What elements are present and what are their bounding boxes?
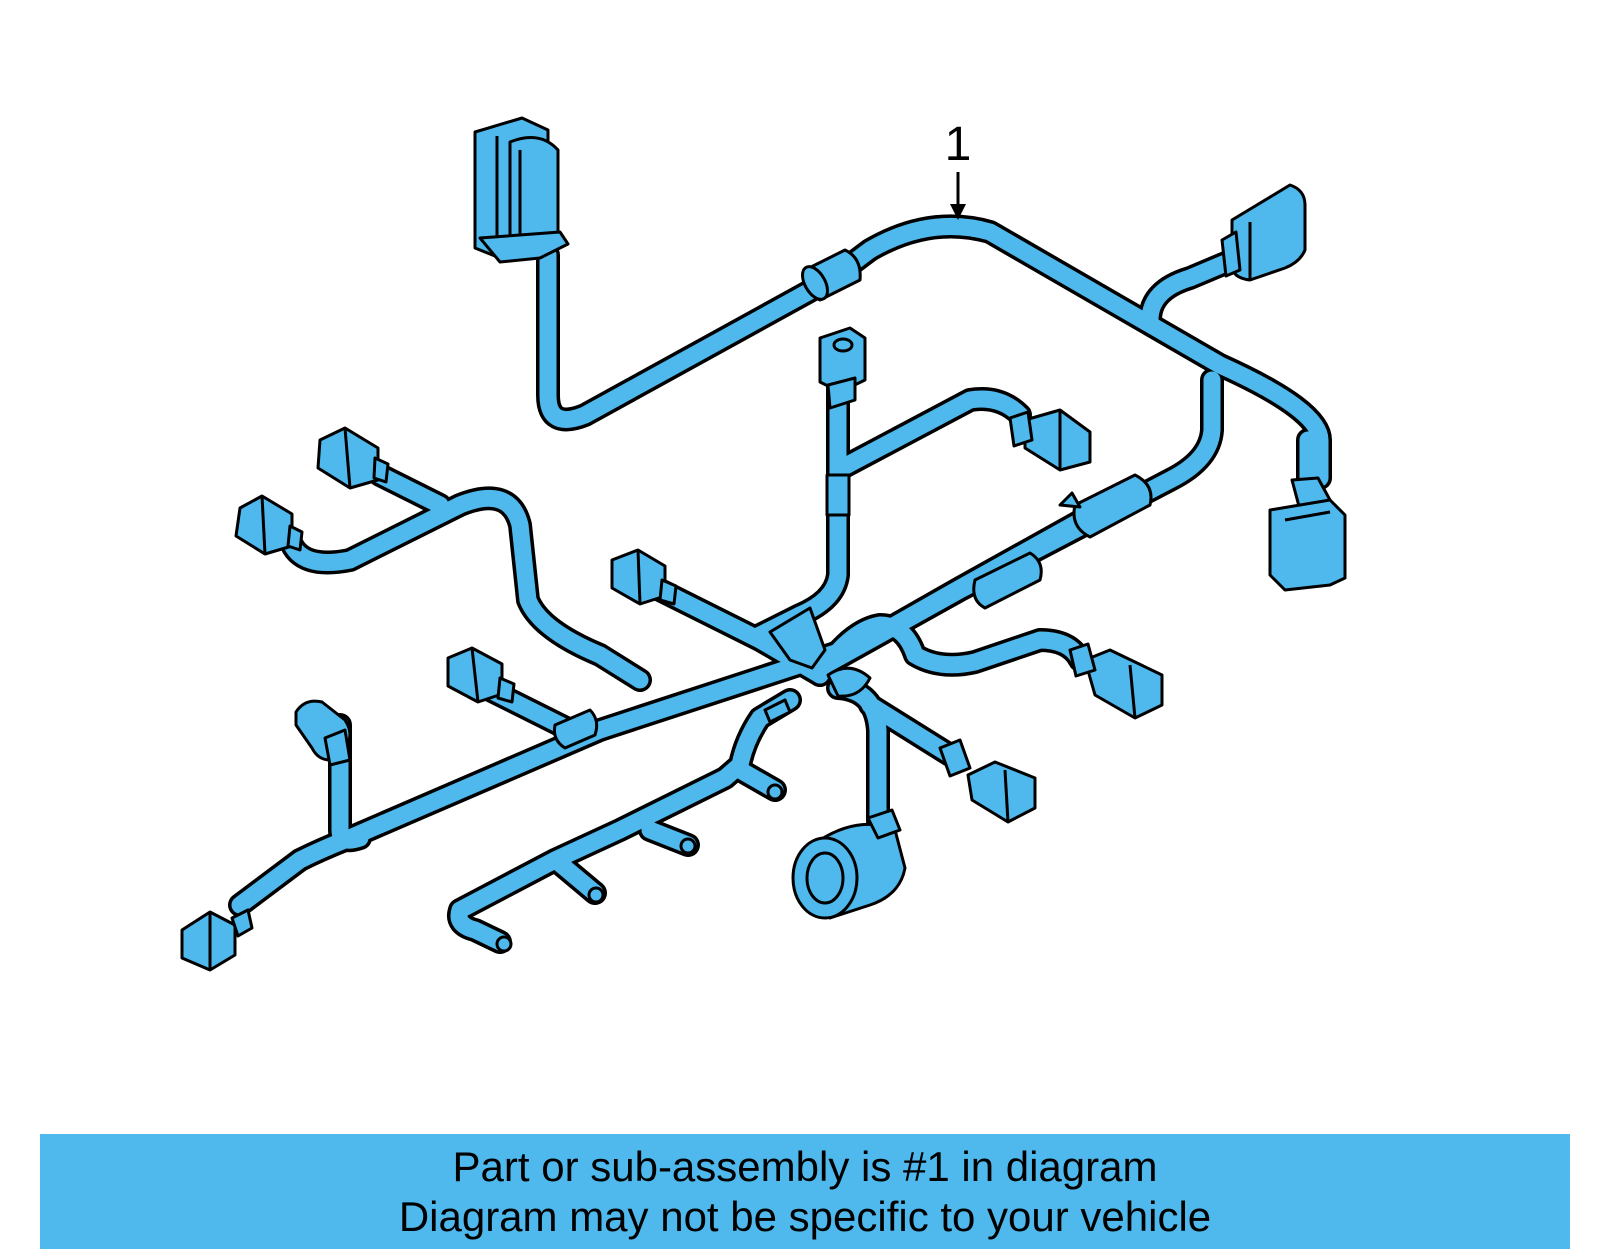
harness-trunk-fill [231, 217, 1329, 951]
wiring-harness-diagram: .wire-o { fill: none; stroke: #000; stro… [180, 116, 1347, 972]
info-banner: Part or sub-assembly is #1 in diagram Di… [40, 1134, 1570, 1249]
banner-line-1: Part or sub-assembly is #1 in diagram [452, 1143, 1158, 1190]
right-hanging-connector [1268, 476, 1347, 592]
top-right-connector [1220, 183, 1307, 282]
stub-ends [495, 783, 784, 953]
center-junction-clip [768, 606, 827, 670]
wire-sleeves [553, 248, 1153, 750]
connector-left-elbow [294, 699, 352, 767]
callout-arrowhead [950, 204, 966, 220]
connector-left-upper-1 [316, 426, 390, 490]
callout-1: 1 [945, 118, 972, 220]
banner-line-2: Diagram may not be specific to your vehi… [398, 1193, 1212, 1240]
round-sensor [791, 808, 907, 920]
connector-right-mid-upper [1008, 408, 1092, 472]
connector-left-upper-2 [234, 494, 304, 556]
relay-block-connector [473, 116, 570, 264]
top-center-connector [818, 326, 867, 410]
connector-right-lower-1 [1068, 642, 1164, 720]
connector-center [610, 548, 678, 606]
callout-number: 1 [945, 118, 972, 171]
connector-right-lower-2 [938, 738, 1037, 824]
connector-bottom-left [180, 908, 254, 972]
connector-left-center [446, 646, 516, 704]
